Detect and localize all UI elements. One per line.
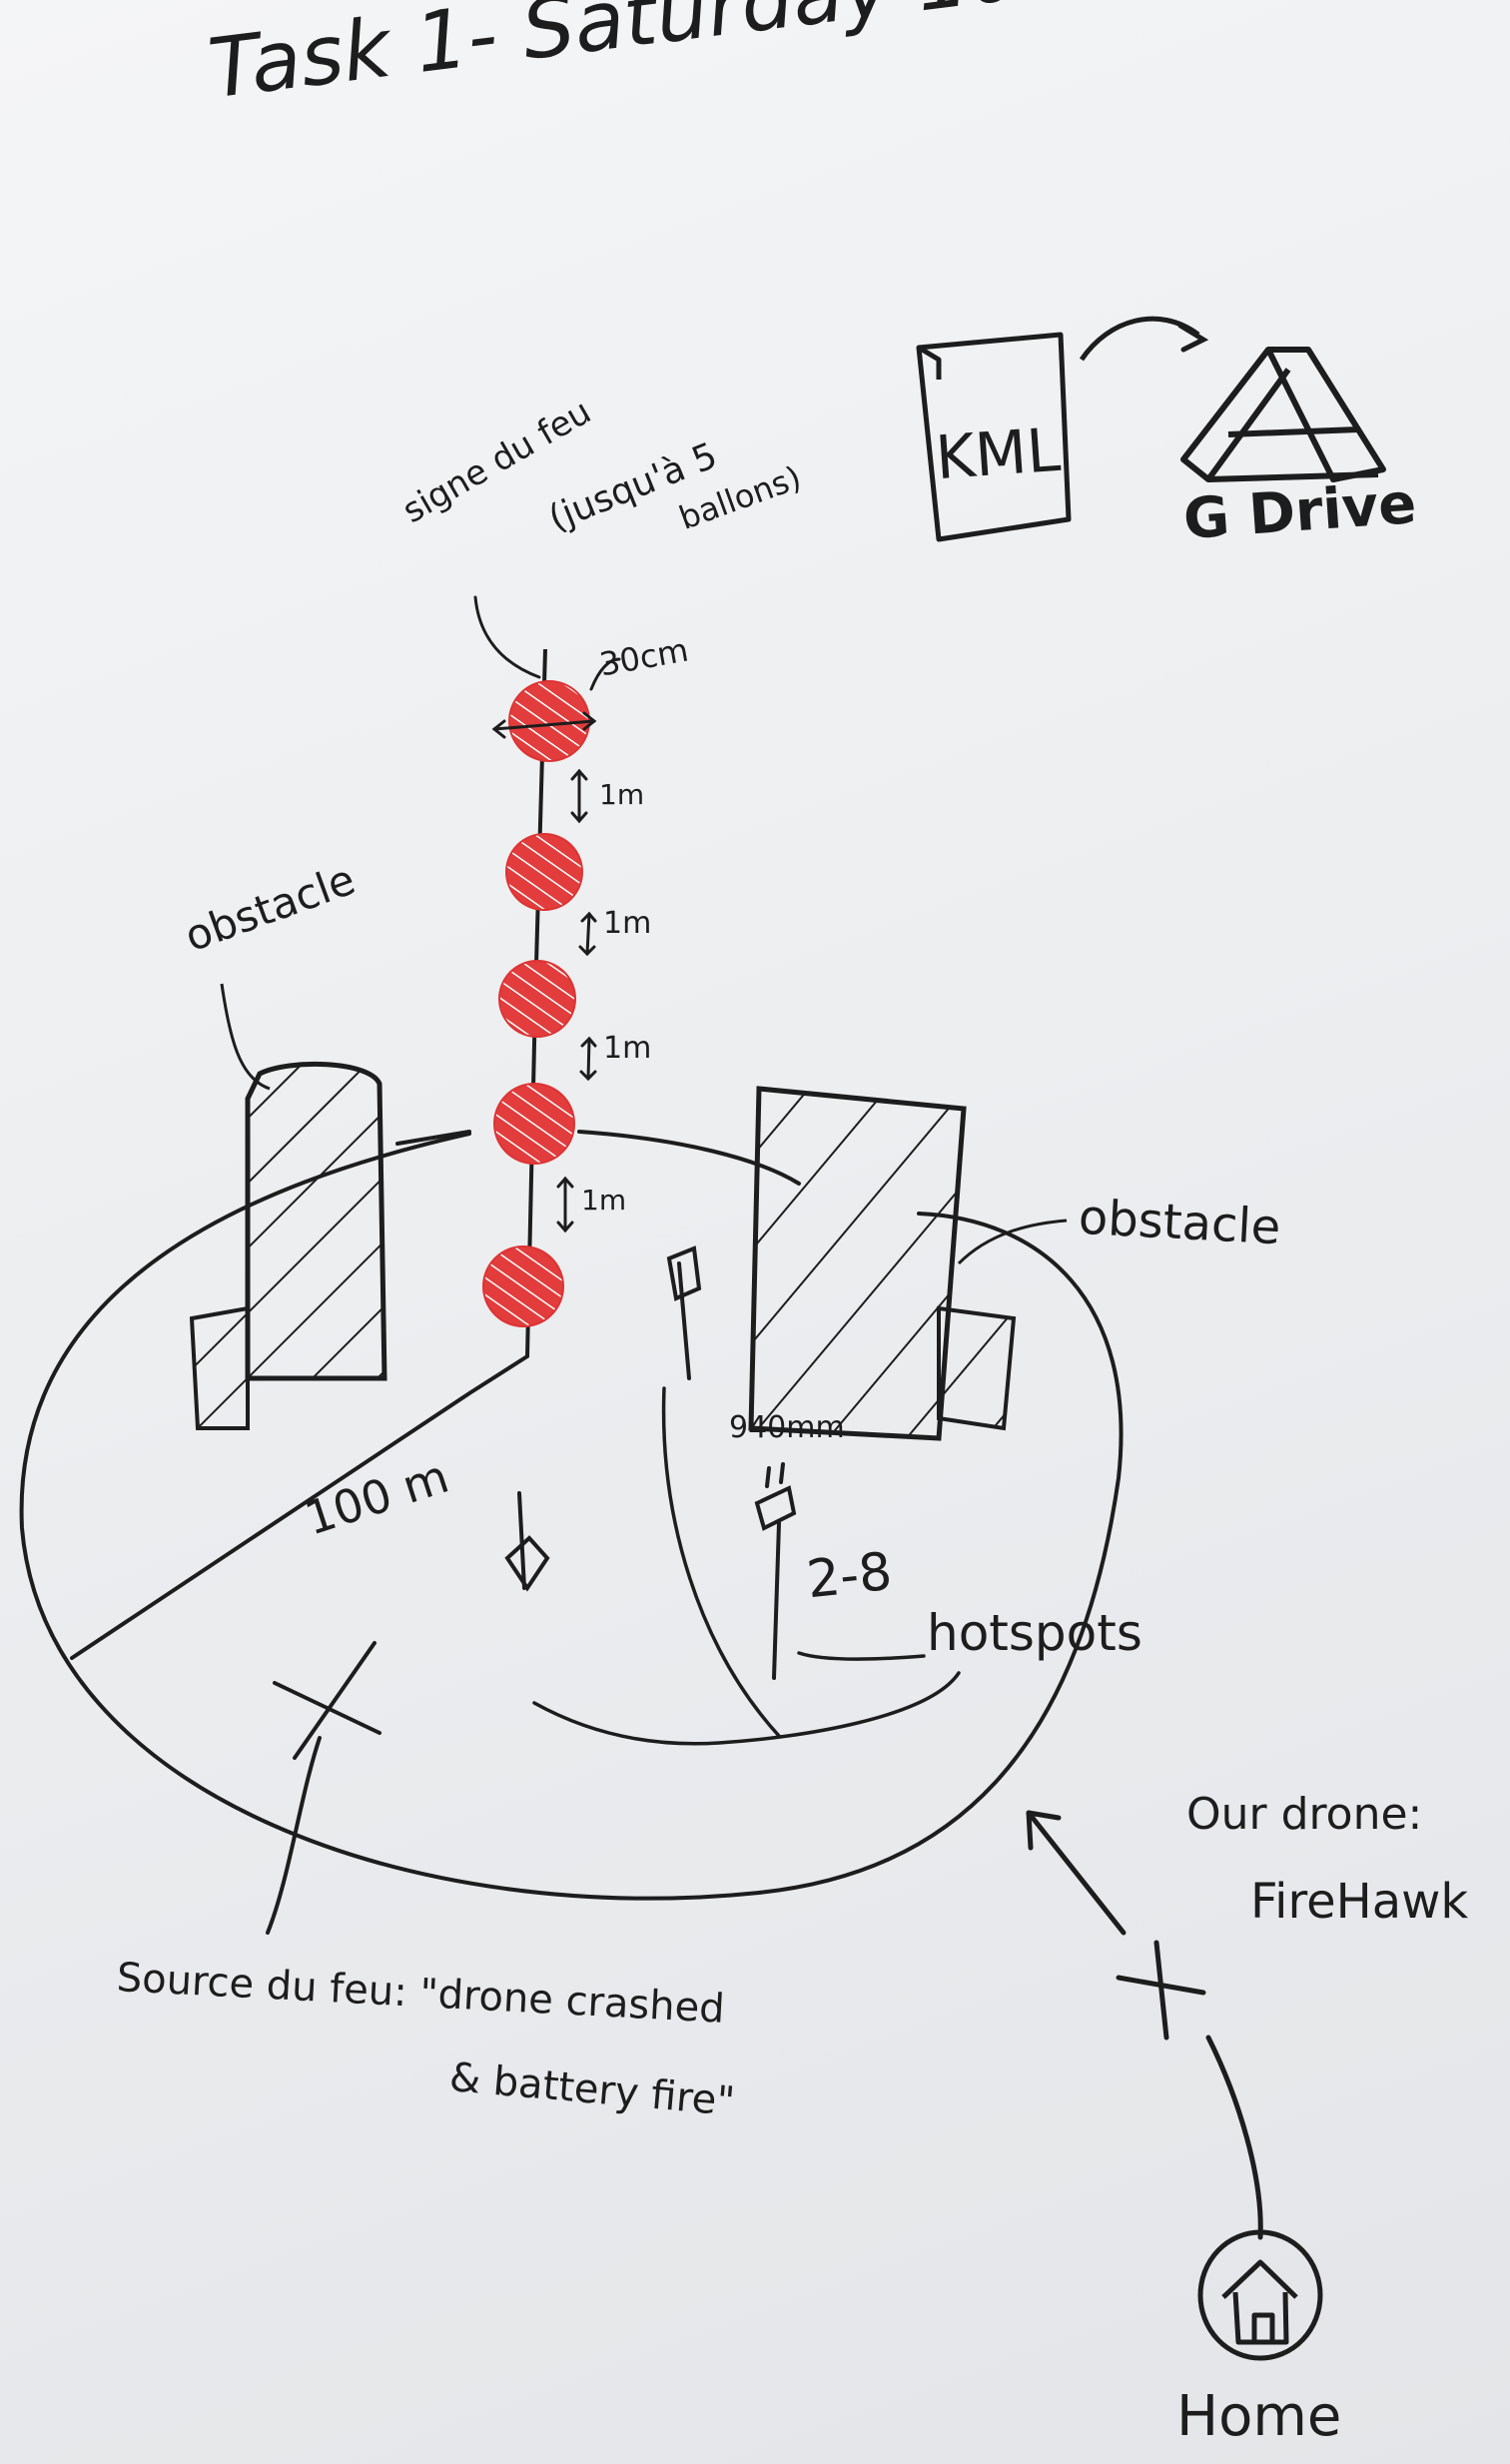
google-drive-icon	[1180, 347, 1386, 482]
obstacle-left	[189, 983, 387, 1430]
house-icon	[1197, 2229, 1323, 2361]
balloon-dimensions	[473, 595, 621, 1233]
hotspot-connectors	[532, 1386, 961, 1746]
balloon-2	[505, 833, 583, 911]
balloon-markers	[482, 680, 590, 1327]
radius-line	[70, 1354, 529, 1660]
spacing-label-2: 1m	[603, 906, 652, 941]
home-label: Home	[1176, 2384, 1342, 2449]
drone-label-line2: FireHawk	[1250, 1874, 1469, 1930]
hotspot-count-label: 2-8	[804, 1541, 895, 1611]
hotspot-size-label: 940mm	[729, 1410, 845, 1445]
drone-label-line1: Our drone:	[1186, 1789, 1423, 1840]
arena-boundary	[19, 1130, 1124, 1901]
obstacle-right	[748, 1086, 1068, 1441]
spacing-label-3: 1m	[603, 1031, 652, 1066]
spacing-label-1: 1m	[599, 778, 645, 811]
balloon-4	[493, 1083, 575, 1165]
gdrive-label: G Drive	[1180, 470, 1419, 553]
obstacle-right-label: obstacle	[1077, 1189, 1282, 1256]
kml-label: KML	[933, 414, 1063, 494]
balloon-5	[482, 1245, 564, 1327]
start-marker	[1026, 1810, 1263, 2240]
kml-file-icon	[916, 332, 1072, 542]
balloon-3	[498, 960, 576, 1038]
fire-source-marker	[266, 1641, 381, 1935]
spacing-label-4: 1m	[581, 1184, 627, 1217]
hotspot-markers	[504, 1245, 797, 1680]
hotspots-label: hotspots	[927, 1604, 1142, 1662]
